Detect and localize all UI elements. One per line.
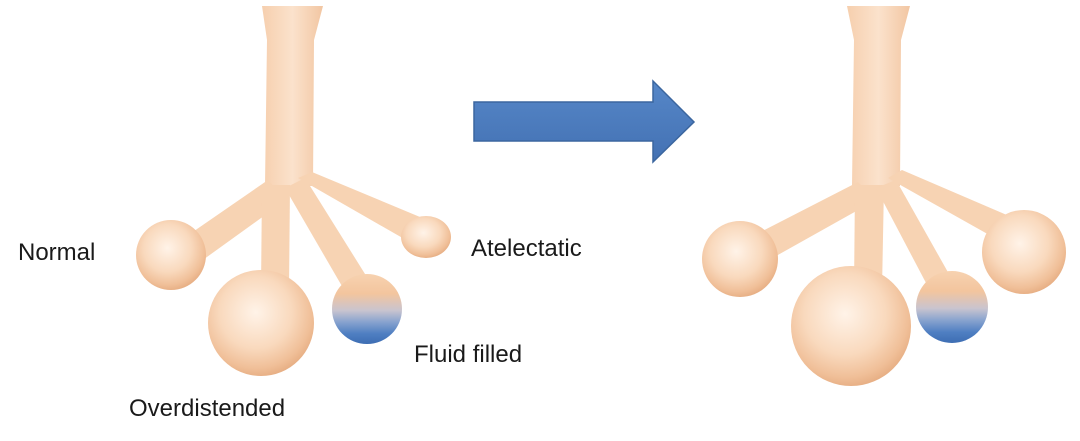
right-branch-overdistended [854, 185, 884, 290]
left-alveolus-fluid-filled [332, 274, 402, 344]
right-alveolus-overdistended [791, 266, 911, 386]
right-airway-tree [702, 6, 1066, 386]
label-normal: Normal [18, 239, 96, 266]
left-trachea [262, 6, 323, 186]
left-branch-normal [184, 180, 286, 262]
label-fluid-filled: Fluid filled [414, 341, 523, 368]
left-branch-fluid [285, 178, 375, 300]
right-alveolus-recruited [982, 210, 1066, 294]
left-alveolus-overdistended [208, 270, 314, 376]
right-alveolus-fluid-filled [916, 271, 988, 343]
left-branch-atelectatic [298, 172, 432, 248]
left-alveolus-normal [136, 220, 206, 290]
right-alveolus-normal [702, 221, 778, 297]
arrow-right-icon [473, 79, 696, 164]
left-branch-overdistended [261, 185, 290, 290]
right-branch-normal [745, 182, 876, 265]
label-overdistended: Overdistended [129, 395, 286, 422]
label-atelectatic: Atelectatic [471, 235, 582, 262]
left-alveolus-atelectatic [401, 216, 451, 258]
left-airway-tree [136, 6, 451, 376]
right-branch-fluid [876, 180, 958, 300]
right-trachea [847, 6, 910, 186]
